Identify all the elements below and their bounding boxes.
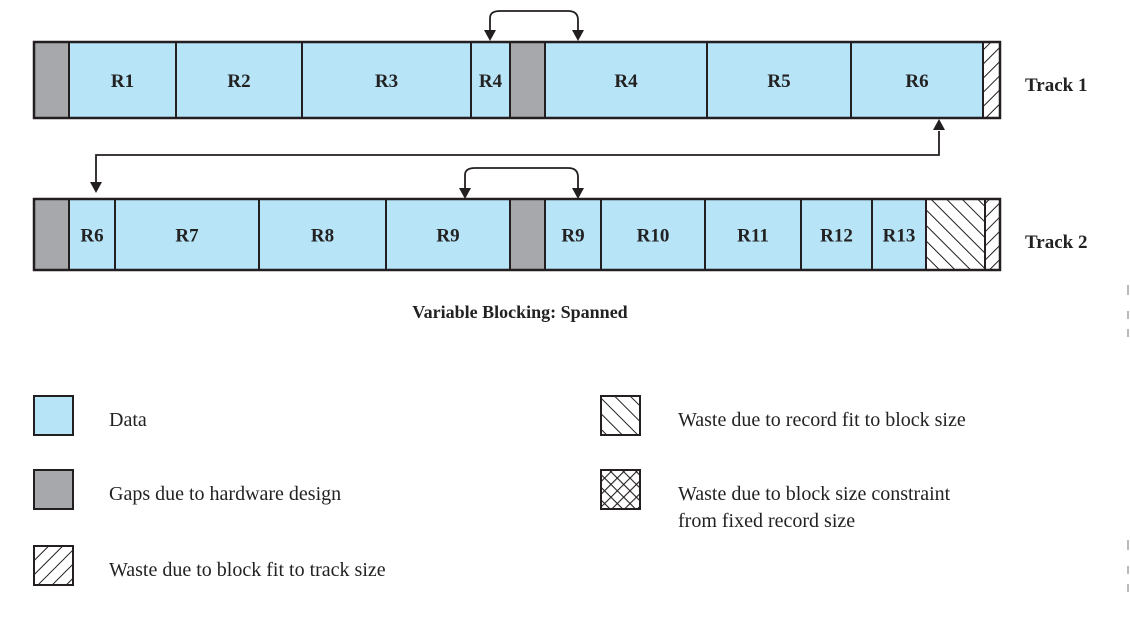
legend-label-waste-block-line2: from fixed record size [678, 510, 855, 532]
legend-swatch-waste-block [600, 469, 641, 510]
r9-span-arrow-head-right [572, 188, 584, 199]
record-label-r9: R9 [436, 226, 459, 247]
record-label-r4: R4 [479, 71, 503, 92]
legend-item-waste-block: Waste due to block size constraint from … [600, 469, 951, 532]
track-1-border [32, 40, 1002, 120]
record-label-r5: R5 [767, 71, 790, 92]
record-label-r9: R9 [561, 226, 584, 247]
track-1-cell-waste-track [982, 41, 1001, 119]
r9-span-arrow-head-left [459, 188, 471, 199]
record-label-r8: R8 [311, 226, 334, 247]
legend-label-data: Data [109, 409, 147, 431]
track-1-cell-gap [509, 41, 546, 119]
record-label-r7: R7 [175, 226, 199, 247]
record-label-r11: R11 [737, 226, 769, 247]
r4-span-arrow [489, 10, 579, 32]
r4-span-arrow-head-left [484, 30, 496, 41]
record-label-r4: R4 [614, 71, 638, 92]
track-2-cell-gap [509, 198, 546, 271]
margin-mark [1127, 285, 1129, 295]
legend-label-waste-track: Waste due to block fit to track size [109, 559, 386, 581]
track-1-cell-data [68, 41, 177, 119]
track-2-cell-data [800, 198, 873, 271]
diagram-caption: Variable Blocking: Spanned [412, 302, 627, 322]
legend-item-waste-record: Waste due to record fit to block size [600, 395, 966, 436]
record-label-r1: R1 [111, 71, 134, 92]
track-2-label: Track 2 [1025, 232, 1087, 253]
track-2-cell-data [704, 198, 802, 271]
legend-item-waste-track: Waste due to block fit to track size [33, 545, 386, 586]
record-label-r2: R2 [227, 71, 250, 92]
track-2-cell-waste-record [925, 198, 986, 271]
legend-label-waste-record: Waste due to record fit to block size [678, 409, 966, 431]
track-2-cell-data [68, 198, 116, 271]
legend-item-data: Data [33, 395, 147, 436]
legend-item-gap: Gaps due to hardware design [33, 469, 341, 510]
track-2-cell-data [385, 198, 511, 271]
r6-span-arrow-head-down [90, 182, 102, 193]
margin-mark [1127, 566, 1129, 574]
legend-label-waste-block: Waste due to block size constraint [678, 483, 951, 505]
record-label-r6: R6 [905, 71, 928, 92]
track-2-cell-data [544, 198, 602, 271]
r6-span-arrow-head-up [933, 119, 945, 130]
track-1-label: Track 1 [1025, 75, 1087, 96]
legend-swatch-waste-track [33, 545, 74, 586]
legend-swatch-waste-record [600, 395, 641, 436]
record-label-r12: R12 [820, 226, 853, 247]
record-label-r13: R13 [883, 226, 916, 247]
legend: Data Gaps due to hardware design Waste d… [33, 395, 966, 586]
record-label-r10: R10 [637, 226, 670, 247]
record-label-r6: R6 [80, 226, 103, 247]
legend-label-gap: Gaps due to hardware design [109, 483, 341, 505]
margin-mark [1127, 540, 1129, 550]
track-2-cell-data [114, 198, 260, 271]
margin-mark [1127, 329, 1129, 337]
legend-swatch-data [33, 395, 74, 436]
track-2-cell-gap [33, 198, 70, 271]
r4-span-arrow-head-right [572, 30, 584, 41]
track-1-cell-data [706, 41, 852, 119]
track-1-cell-gap [33, 41, 70, 119]
record-label-r3: R3 [375, 71, 398, 92]
track-1-cell-data [175, 41, 303, 119]
track-2-cell-waste-track [984, 198, 1001, 271]
legend-swatch-gap [33, 469, 74, 510]
track-2: R6 R7 R8 R9 R9 R10 R11 R12 R13 [32, 197, 1002, 272]
margin-mark [1127, 584, 1129, 592]
margin-mark [1127, 311, 1129, 319]
r9-span-arrow [464, 167, 579, 189]
r6-span-arrow [95, 131, 940, 182]
track-2-border [32, 197, 1002, 272]
track-1: R1 R2 R3 R4 R4 R5 R6 [32, 40, 1002, 120]
